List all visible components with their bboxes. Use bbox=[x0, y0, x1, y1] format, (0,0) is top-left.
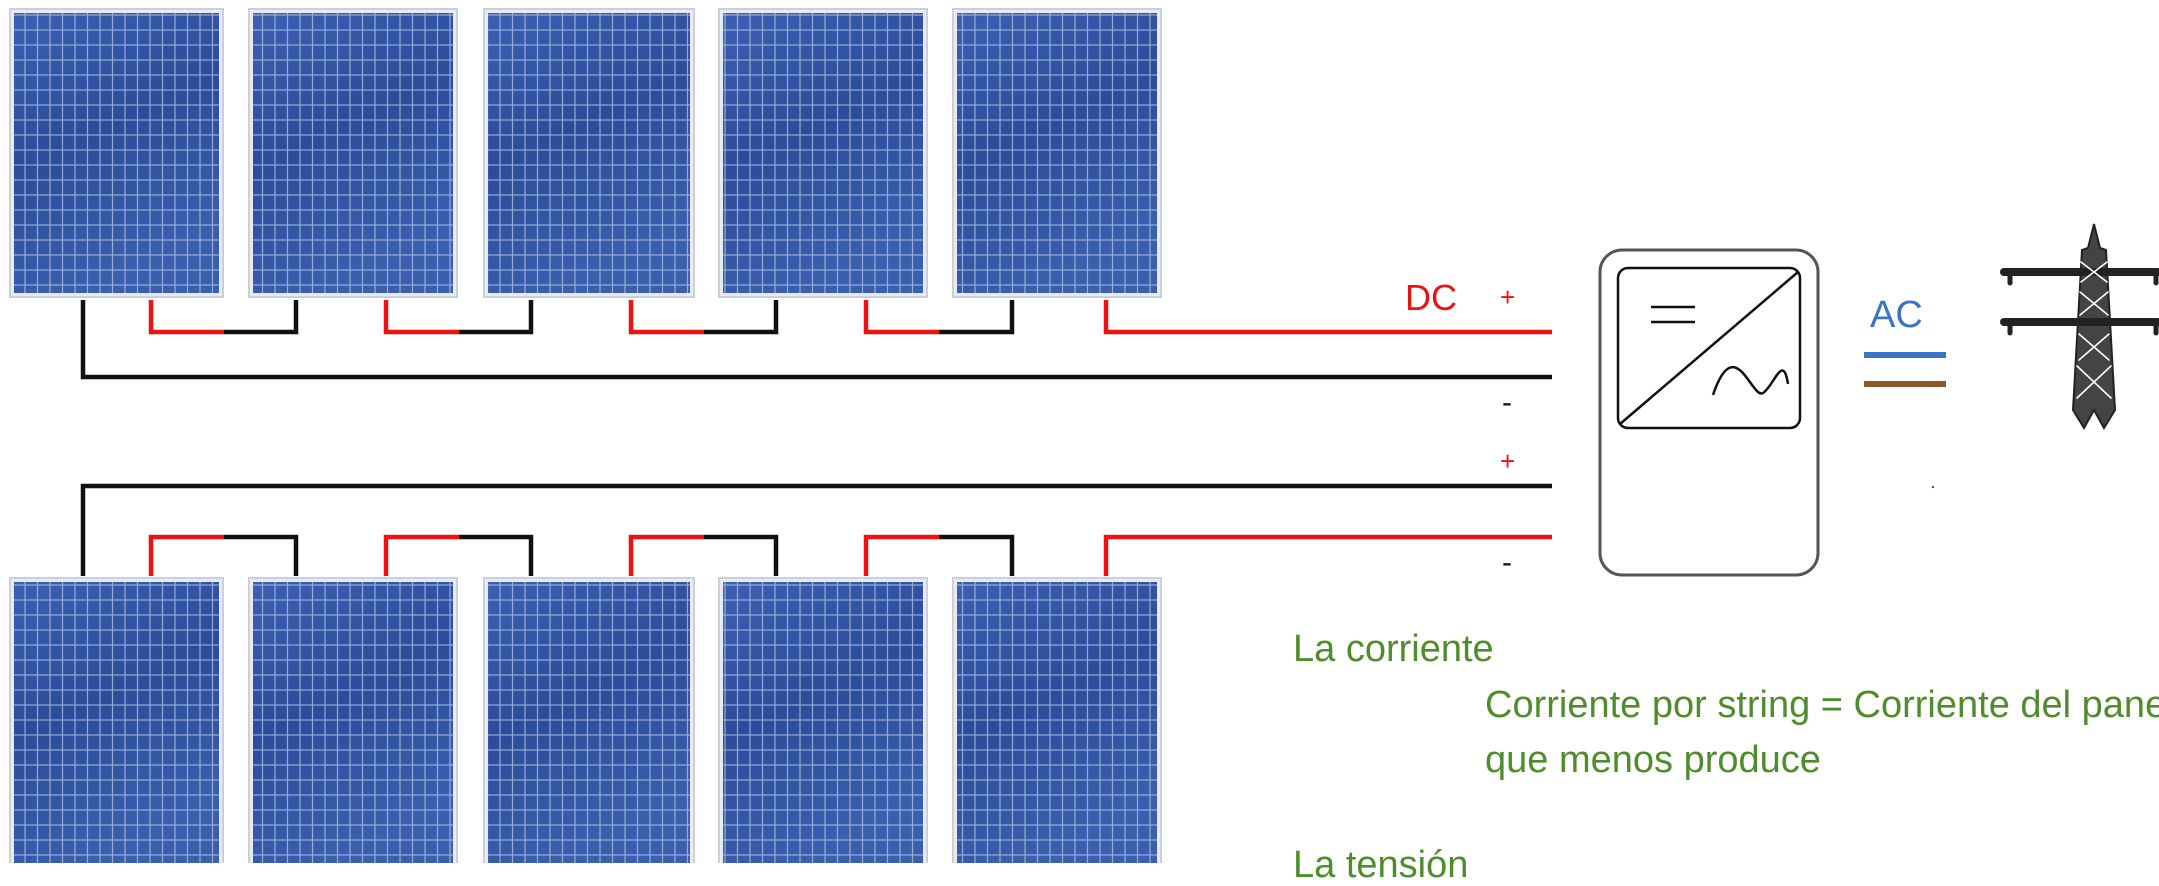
solar-panel-bottom-2 bbox=[248, 577, 458, 863]
top-link-positive-1 bbox=[148, 300, 224, 335]
solar-panel-bottom-1 bbox=[9, 577, 224, 863]
bottom-link-positive-3 bbox=[628, 534, 704, 576]
solar-panel-bottom-5 bbox=[952, 577, 1162, 863]
solar-panel-top-2 bbox=[248, 8, 458, 298]
bottom-link-negative-2 bbox=[459, 534, 534, 576]
inverter-icon bbox=[1598, 248, 1820, 577]
bottom-link-positive-4 bbox=[863, 534, 939, 576]
bottom-string-positive-lead bbox=[1103, 534, 1552, 576]
top-string-positive-lead bbox=[1103, 300, 1552, 335]
top-link-negative-4 bbox=[939, 300, 1015, 335]
bottom-plus-sign: + bbox=[1500, 446, 1516, 476]
solar-panel-top-5 bbox=[952, 8, 1162, 298]
dc-wiring bbox=[80, 300, 1552, 576]
pv-wiring-diagram bbox=[9, 8, 2159, 863]
note-voltage-heading: La tensión bbox=[1293, 844, 1469, 886]
bottom-link-negative-3 bbox=[704, 534, 779, 576]
bottom-link-positive-2 bbox=[383, 534, 459, 576]
solar-panel-top-4 bbox=[718, 8, 928, 298]
top-plus-sign: + bbox=[1500, 282, 1516, 312]
top-link-negative-3 bbox=[704, 300, 779, 335]
top-string-negative-lead bbox=[80, 300, 1552, 380]
bottom-minus-sign: - bbox=[1502, 546, 1512, 579]
power-tower-icon bbox=[2000, 223, 2159, 430]
top-link-negative-1 bbox=[224, 300, 299, 335]
top-link-positive-3 bbox=[628, 300, 704, 335]
top-minus-sign: - bbox=[1502, 386, 1512, 419]
dc-label: DC bbox=[1405, 277, 1457, 318]
note-current-heading: La corriente bbox=[1293, 628, 1494, 670]
solar-panel-bottom-3 bbox=[483, 577, 695, 863]
top-string-panels bbox=[9, 8, 1162, 298]
note-current-rule-cont: que menos produce bbox=[1485, 739, 1821, 781]
top-link-positive-2 bbox=[383, 300, 459, 335]
note-current-rule: Corriente por string = Corriente del pan… bbox=[1485, 684, 2159, 726]
bottom-string-panels bbox=[9, 577, 1162, 863]
top-link-negative-2 bbox=[459, 300, 534, 335]
solar-panel-top-3 bbox=[483, 8, 695, 298]
solar-panel-top-1 bbox=[9, 8, 224, 298]
solar-panel-bottom-4 bbox=[718, 577, 928, 863]
bottom-link-negative-1 bbox=[224, 534, 299, 576]
bottom-string-negative-lead bbox=[80, 483, 1552, 576]
top-link-positive-4 bbox=[863, 300, 939, 335]
ac-label: AC bbox=[1870, 294, 1923, 336]
bottom-link-negative-4 bbox=[939, 534, 1015, 576]
bottom-link-positive-1 bbox=[148, 534, 224, 576]
